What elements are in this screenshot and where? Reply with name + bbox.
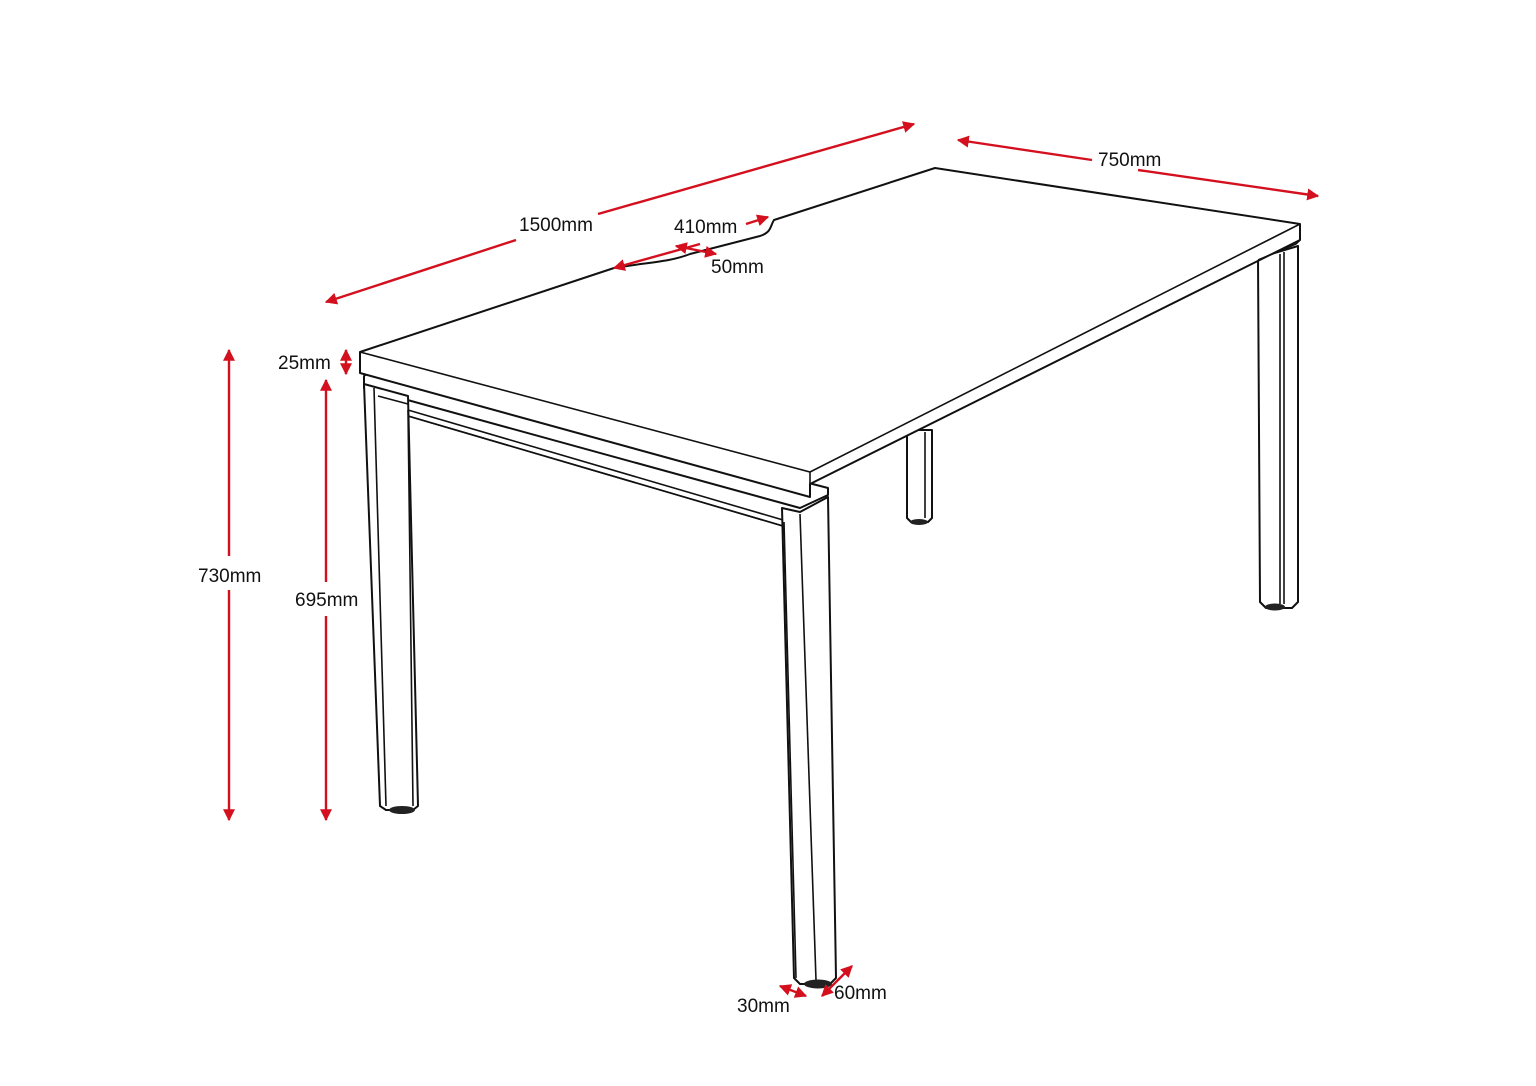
width-dimension-line-right (1137, 168, 1320, 201)
leg-depth-label: 30mm (737, 996, 790, 1017)
desk-top (359, 167, 1301, 498)
total-height-label: 730mm (198, 566, 261, 587)
dimension-labels: 1500mm 750mm 410mm 50mm 25mm 730mm 695mm… (198, 150, 1161, 1017)
cutout-length-label: 410mm (674, 217, 737, 238)
width-label: 750mm (1098, 150, 1161, 171)
length-label: 1500mm (519, 215, 593, 236)
desk-illustration (359, 167, 1301, 989)
frame-height-label: 695mm (295, 590, 358, 611)
cutout-depth-label: 50mm (711, 257, 764, 278)
cutout-length-dimension-line-right (745, 214, 770, 226)
dimension-lines (223, 121, 1320, 998)
top-thickness-label: 25mm (278, 353, 331, 374)
length-dimension-line (324, 238, 517, 305)
leg-width-dimension-line (821, 965, 853, 997)
width-dimension-line (956, 135, 1093, 162)
length-dimension-line-right (597, 121, 916, 216)
leg-depth-dimension-line (778, 984, 808, 998)
cutout-depth-dimension-line (674, 242, 718, 258)
leg-width-label: 60mm (834, 983, 887, 1004)
back-right-leg (1257, 245, 1299, 611)
back-left-leg (906, 429, 933, 525)
